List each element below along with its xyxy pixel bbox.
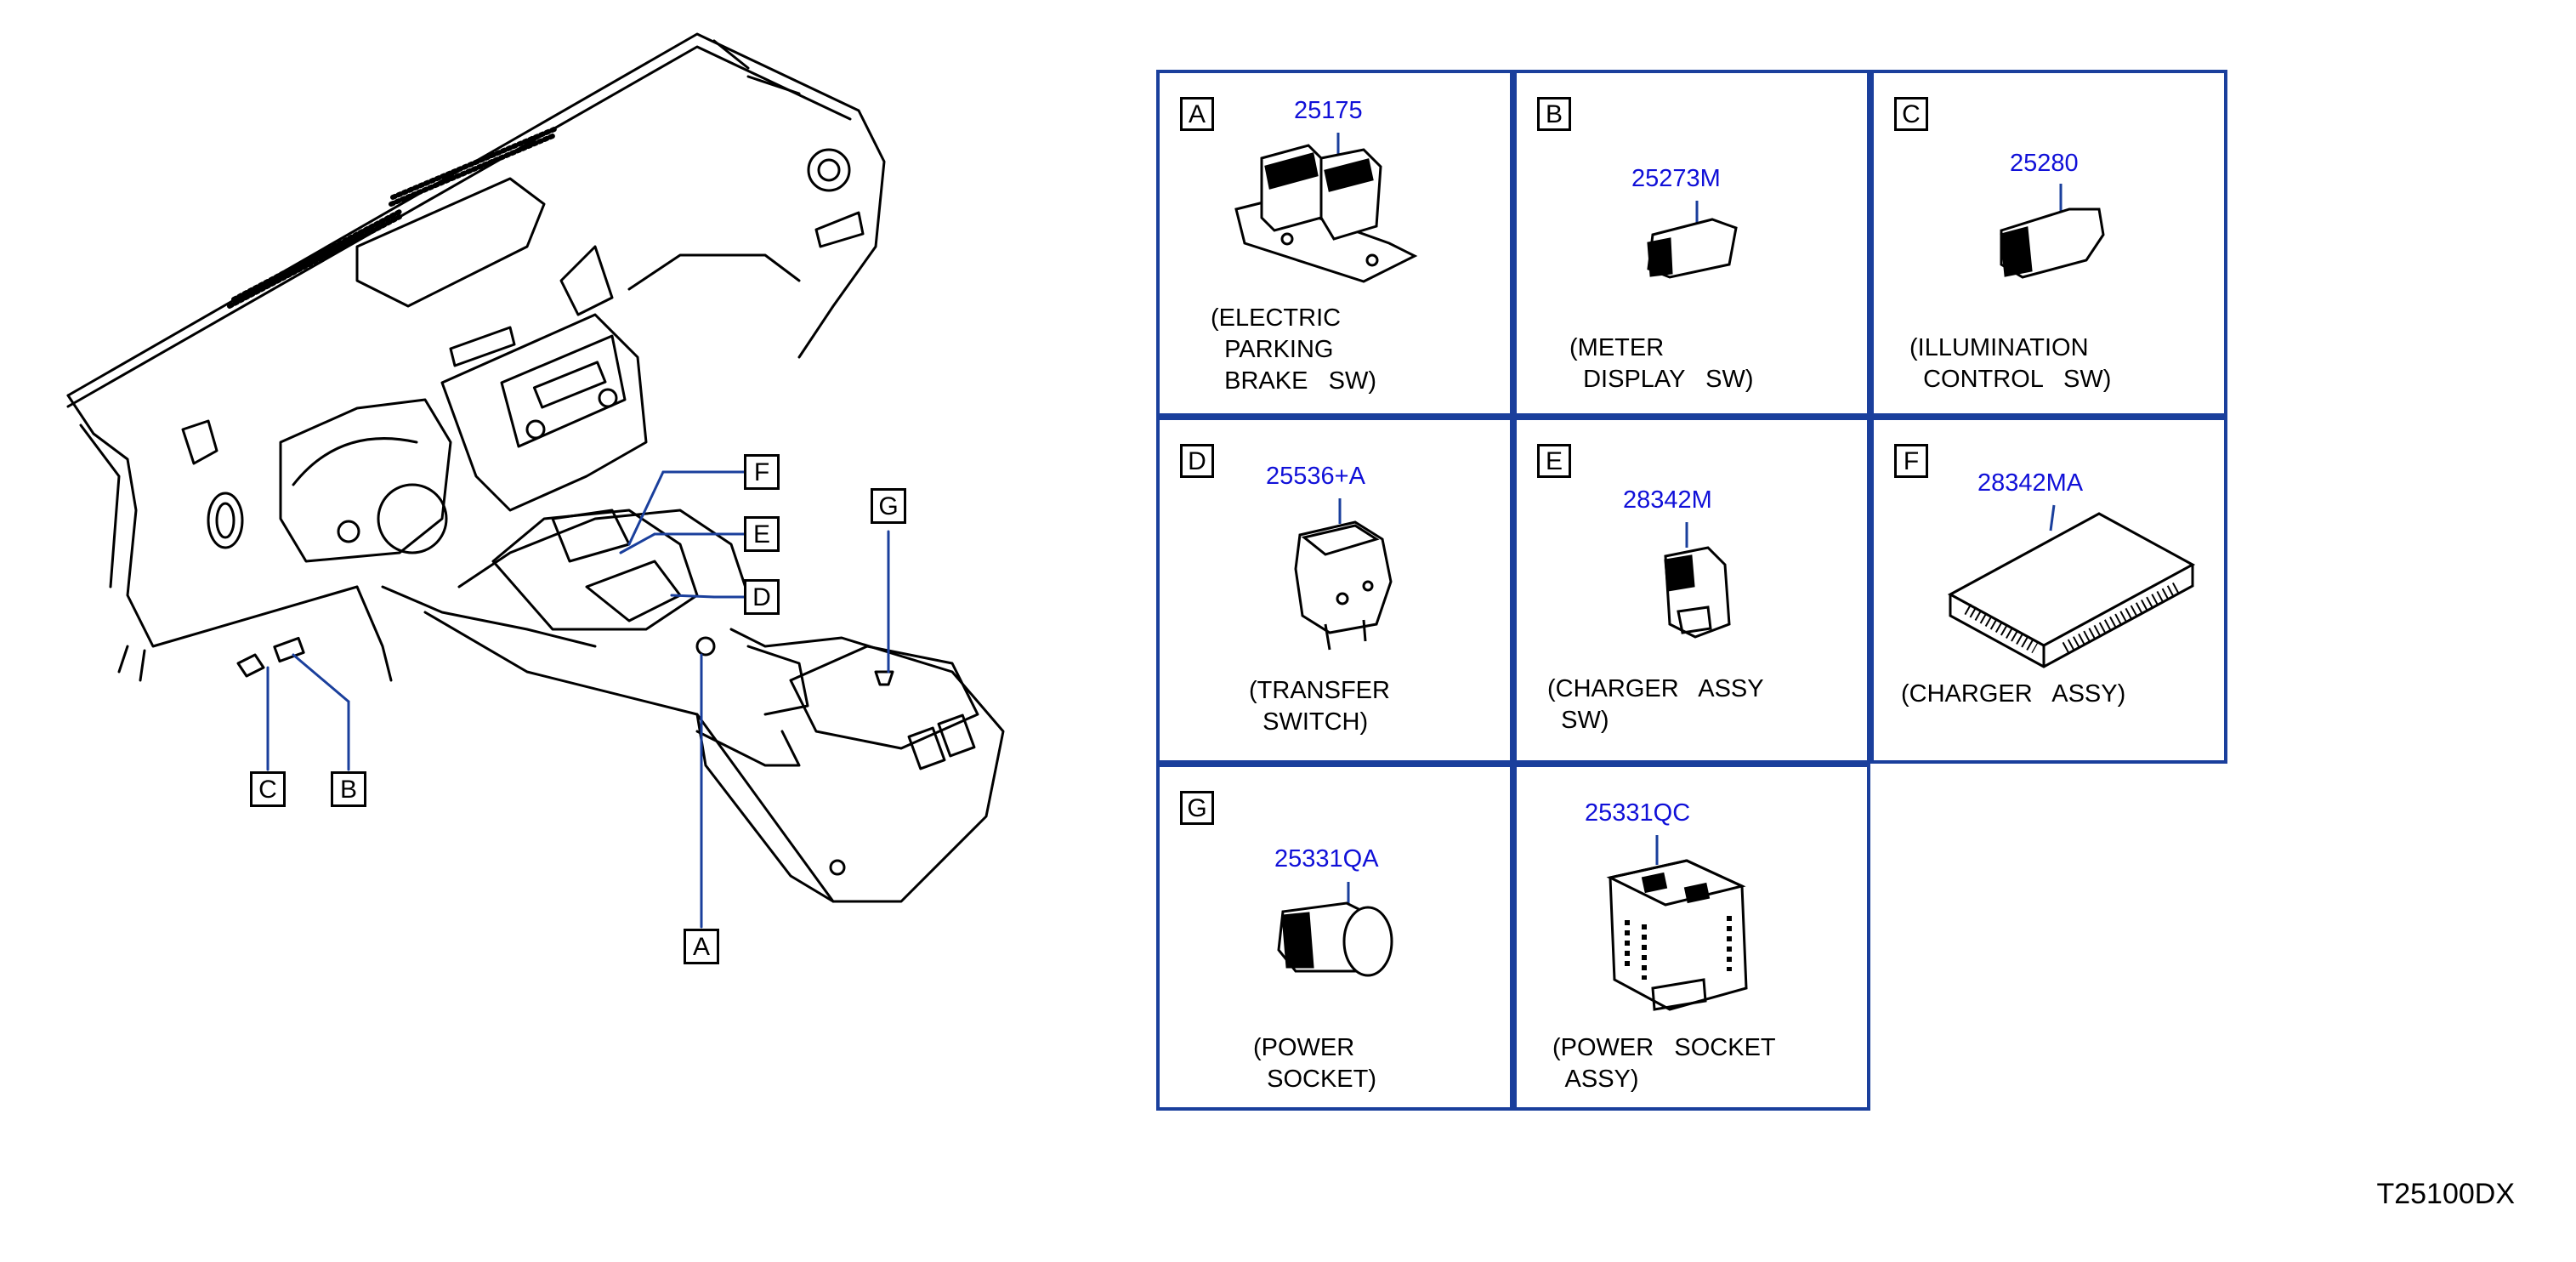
caption-h: (POWER SOCKET ASSY) [1552, 1034, 1776, 1093]
callout-c: C [250, 771, 286, 807]
caption-a: (ELECTRIC PARKING BRAKE SW) [1211, 304, 1376, 395]
dashboard-overview-drawing [66, 32, 1005, 929]
caption-c: (ILLUMINATION CONTROL SW) [1909, 334, 2112, 393]
cell-letter-a: A [1180, 97, 1214, 131]
caption-b: (METER DISPLAY SW) [1569, 334, 1754, 393]
part-cell-g: G 25331QA (POWER SOCKET) [1156, 764, 1513, 1111]
callout-e: E [744, 516, 780, 552]
caption-f: (CHARGER ASSY) [1901, 680, 2126, 708]
callout-f: F [744, 454, 780, 490]
power-socket-drawing [1277, 882, 1393, 977]
cell-letter-g: G [1180, 791, 1214, 825]
parts-grid: A 25175 (ELECTRIC PARKING BRAKE SW) B 25… [1156, 70, 2227, 1111]
part-cell-c: C 25280 (ILLUMINATION CONTROL SW) [1870, 70, 2227, 417]
power-socket-assy-drawing [1606, 835, 1748, 1011]
part-number-g: 25331QA [1274, 845, 1379, 873]
callout-d: D [744, 579, 780, 615]
part-number-d: 25536+A [1266, 463, 1365, 490]
callout-b: B [331, 771, 366, 807]
part-cell-d: D 25536+A (TRANSFER SWITCH) [1156, 417, 1513, 764]
transfer-switch-drawing [1294, 498, 1393, 651]
charger-assy-drawing [1947, 504, 2196, 668]
callout-g: G [871, 488, 906, 524]
caption-g: (POWER SOCKET) [1253, 1034, 1377, 1093]
meter-display-switch-drawing [1647, 201, 1738, 279]
caption-d: (TRANSFER SWITCH) [1249, 677, 1390, 736]
part-cell-a: A 25175 (ELECTRIC PARKING BRAKE SW) [1156, 70, 1513, 417]
part-number-c: 25280 [2010, 150, 2079, 177]
illumination-control-switch-drawing [2000, 184, 2105, 279]
cell-letter-e: E [1537, 444, 1571, 478]
callout-a: A [684, 929, 719, 964]
part-cell-e: E 28342M (CHARGER ASSY SW) [1513, 417, 1870, 764]
cell-letter-b: B [1537, 97, 1571, 131]
caption-e: (CHARGER ASSY SW) [1547, 675, 1764, 734]
part-number-a: 25175 [1294, 97, 1363, 124]
part-number-e: 28342M [1623, 486, 1712, 514]
part-number-h: 25331QC [1585, 799, 1691, 827]
cell-letter-c: C [1894, 97, 1928, 131]
cell-letter-d: D [1180, 444, 1214, 478]
part-cell-h: 25331QC (POWER SOCKET ASSY) [1513, 764, 1870, 1111]
diagram-code: T25100DX [2376, 1178, 2515, 1210]
charger-assy-switch-drawing [1664, 522, 1731, 639]
part-number-f: 28342MA [1977, 469, 2084, 497]
electric-parking-brake-switch-drawing [1234, 133, 1418, 283]
part-cell-b: B 25273M (METER DISPLAY SW) [1513, 70, 1870, 417]
cell-letter-f: F [1894, 444, 1928, 478]
part-number-b: 25273M [1631, 165, 1721, 192]
part-cell-f: F 28342MA (CHARGER ASSY) [1870, 417, 2227, 764]
